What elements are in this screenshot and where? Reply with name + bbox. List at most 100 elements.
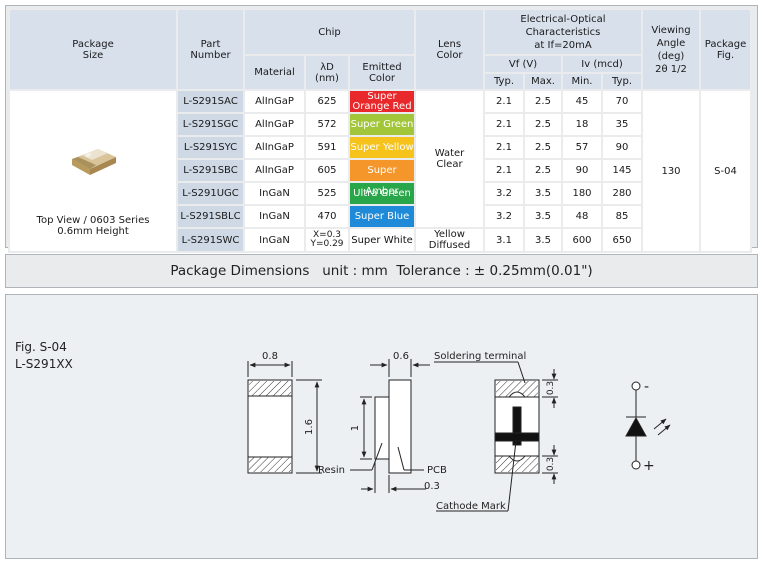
vf-max: 2.5 <box>523 112 563 137</box>
part-number: L-S291SBC <box>176 158 245 183</box>
material: InGaN <box>243 204 306 229</box>
dim-thickness-label: 0.6 <box>393 351 409 362</box>
dim-length-label: 1.6 <box>304 419 315 435</box>
part-number: L-S291SAC <box>176 89 245 114</box>
dim-bottom-terminal-label: 0.3 <box>546 457 556 471</box>
vf-max: 3.5 <box>523 204 563 229</box>
vf-max: 3.5 <box>523 227 563 253</box>
cathode-plus-label: + <box>643 458 655 474</box>
wavelength: 591 <box>304 135 350 160</box>
vf-typ: 2.1 <box>483 158 525 183</box>
vf-typ: 3.2 <box>483 181 525 206</box>
dim-top-terminal-label: 0.3 <box>546 381 556 395</box>
vf-max: 2.5 <box>523 89 563 114</box>
iv-typ: 35 <box>601 112 643 137</box>
material: AlInGaP <box>243 135 306 160</box>
emitted-color-cell: Super Green <box>348 112 416 137</box>
wavelength: 470 <box>304 204 350 229</box>
iv-typ: 650 <box>601 227 643 253</box>
emitted-color-cell: Super White <box>348 227 416 253</box>
header-lambda-d: λD(nm) <box>304 54 350 91</box>
pcb-label: PCB <box>427 465 447 476</box>
table-row: L-S291UGC InGaN 525 Ultra Green 3.2 3.5 … <box>9 181 751 206</box>
iv-typ: 280 <box>601 181 643 206</box>
iv-typ: 85 <box>601 204 643 229</box>
package-caption-line1: Top View / 0603 Series <box>36 215 150 226</box>
material: AlInGaP <box>243 89 306 114</box>
iv-min: 57 <box>561 135 603 160</box>
dim-resin-height-label: 1 <box>350 425 361 431</box>
iv-typ: 145 <box>601 158 643 183</box>
led-package-image <box>72 149 116 175</box>
iv-min: 90 <box>561 158 603 183</box>
emitted-color-cell: Super Blue <box>348 204 416 229</box>
material: AlInGaP <box>243 158 306 183</box>
header-iv-min: Min. <box>561 72 603 91</box>
wavelength: 572 <box>304 112 350 137</box>
diode-symbol <box>625 381 671 470</box>
header-chip: Chip <box>243 8 416 56</box>
header-vf: Vf (V) <box>483 54 563 74</box>
wavelength: 605 <box>304 158 350 183</box>
header-iv: Iv (mcd) <box>561 54 643 74</box>
vf-typ: 3.1 <box>483 227 525 253</box>
emitted-color-cell: Super Yellow <box>348 135 416 160</box>
dimension-drawing-panel: Fig. S-04 L-S291XX 0.8 1.6 <box>5 294 758 559</box>
table-row: L-S291SBLC InGaN 470 Super Blue 3.2 3.5 … <box>9 204 751 229</box>
part-number: L-S291SYC <box>176 135 245 160</box>
dim-width-label: 0.8 <box>262 351 278 362</box>
iv-min: 600 <box>561 227 603 253</box>
part-number: L-S291SWC <box>176 227 245 253</box>
soldering-terminal-label: Soldering terminal <box>434 351 526 362</box>
viewing-angle-value: 130 <box>641 89 701 253</box>
vf-typ: 2.1 <box>483 112 525 137</box>
header-material: Material <box>243 54 306 91</box>
iv-typ: 70 <box>601 89 643 114</box>
part-number: L-S291SBLC <box>176 204 245 229</box>
vf-typ: 2.1 <box>483 89 525 114</box>
material: AlInGaP <box>243 112 306 137</box>
part-number: L-S291UGC <box>176 181 245 206</box>
emitted-color-cell: Super Amber <box>348 158 416 197</box>
iv-min: 48 <box>561 204 603 229</box>
fig-label: Fig. S-04 <box>15 340 67 354</box>
part-label: L-S291XX <box>15 357 73 371</box>
vf-typ: 3.2 <box>483 204 525 229</box>
iv-min: 45 <box>561 89 603 114</box>
wavelength: 525 <box>304 181 350 206</box>
material: InGaN <box>243 227 306 253</box>
side-view <box>350 359 430 493</box>
part-number: L-S291SGC <box>176 112 245 137</box>
header-vf-max: Max. <box>523 72 563 91</box>
bottom-view <box>434 361 558 512</box>
dimension-drawing: Fig. S-04 L-S291XX 0.8 1.6 <box>15 340 671 512</box>
emitted-color-cell: Ultra Green <box>348 181 416 206</box>
vf-typ: 2.1 <box>483 135 525 160</box>
table-row: L-S291SYC AlInGaP 591 Super Yellow 2.1 2… <box>9 135 751 160</box>
dim-pcb-label: 0.3 <box>424 481 440 492</box>
package-fig-value: S-04 <box>699 89 752 253</box>
package-caption-line2: 0.6mm Height <box>57 226 129 237</box>
vf-max: 2.5 <box>523 158 563 183</box>
dimensions-title: Package Dimensions unit : mm Tolerance :… <box>170 263 593 279</box>
material: InGaN <box>243 181 306 206</box>
iv-min: 18 <box>561 112 603 137</box>
wavelength: 625 <box>304 89 350 114</box>
iv-min: 180 <box>561 181 603 206</box>
header-vf-typ: Typ. <box>483 72 525 91</box>
anode-minus-label: - <box>644 379 649 395</box>
dimensions-title-panel: Package Dimensions unit : mm Tolerance :… <box>5 254 758 288</box>
